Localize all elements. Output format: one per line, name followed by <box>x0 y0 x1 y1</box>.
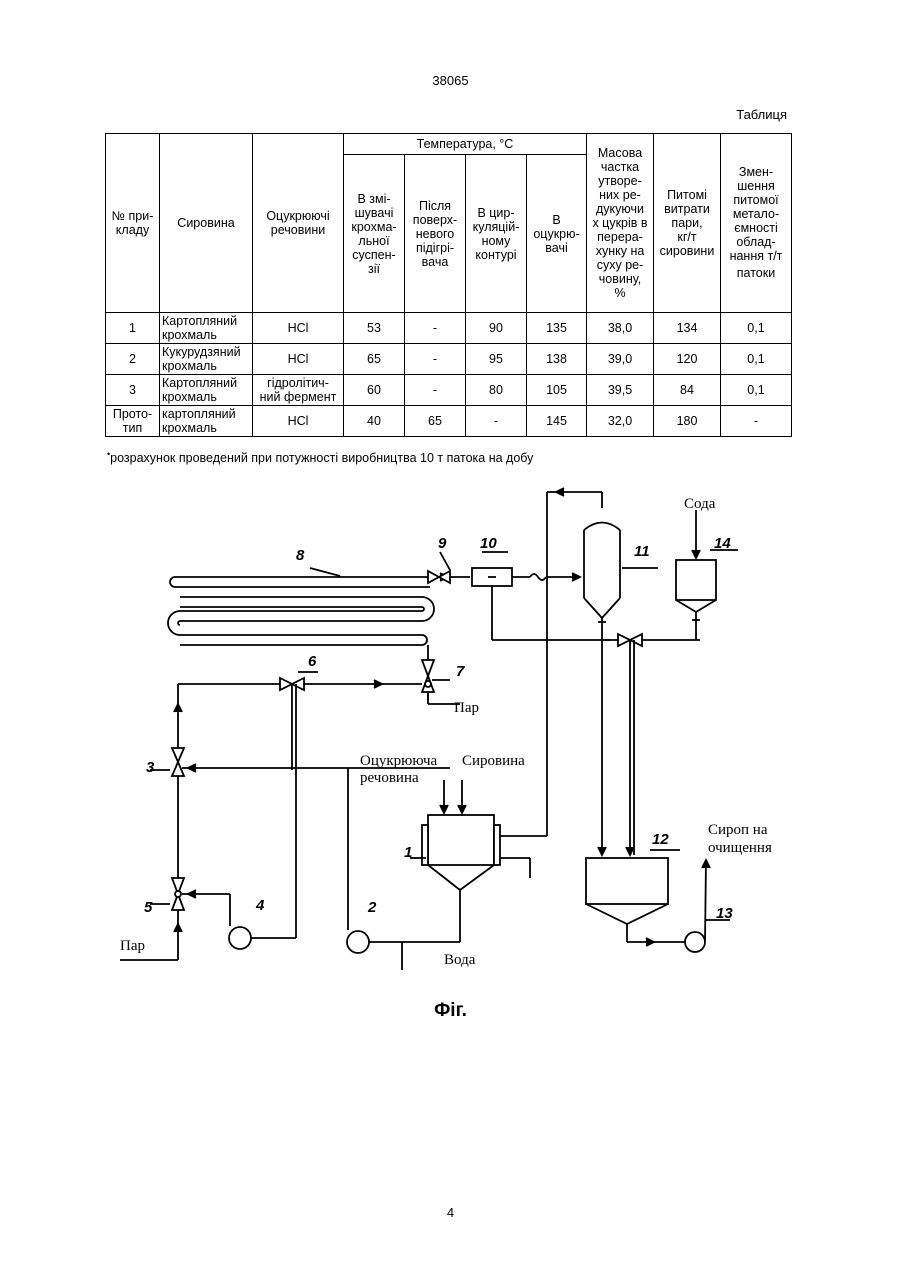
cell-t-saccharifier: 145 <box>527 406 587 437</box>
figure-caption: Фіг. <box>0 1000 901 1022</box>
process-flow-diagram: Сода Пар Пар Оцукрююча речовина Сировина… <box>110 480 790 980</box>
num-9: 9 <box>438 535 447 552</box>
cell-t-circulation: 80 <box>466 375 527 406</box>
cell-agent: гідролітич- ний фермент <box>253 375 344 406</box>
coil-heat-exchanger <box>168 577 434 645</box>
header-temperature-group: Температура, °С <box>344 134 587 155</box>
num-7: 7 <box>456 663 465 680</box>
cell-steam: 180 <box>654 406 721 437</box>
num-13: 13 <box>716 905 733 922</box>
cell-raw-material: Картопляний крохмаль <box>160 375 253 406</box>
cell-t-mixer: 65 <box>344 344 405 375</box>
num-2: 2 <box>367 899 377 916</box>
cell-metal-reduction: 0,1 <box>721 344 792 375</box>
table-footnote: •розрахунок проведений при потужності ви… <box>107 449 533 465</box>
cell-t-after-heater: - <box>405 344 466 375</box>
cell-t-after-heater: - <box>405 375 466 406</box>
cell-t-saccharifier: 105 <box>527 375 587 406</box>
cell-t-mixer: 40 <box>344 406 405 437</box>
cell-agent: HCl <box>253 344 344 375</box>
header-mass-fraction: Масова частка утворе- них ре- дукуючи х … <box>587 134 654 313</box>
cell-t-circulation: - <box>466 406 527 437</box>
header-t-mixer: В змі- шувачі крохма- льної суспен- зії <box>344 155 405 313</box>
header-t-saccharifier: В оцукрю- вачі <box>527 155 587 313</box>
num-1: 1 <box>404 844 412 861</box>
cell-mass-fraction: 39,5 <box>587 375 654 406</box>
valve-9 <box>428 571 450 583</box>
vessel-14 <box>676 560 716 640</box>
cell-mass-fraction: 39,0 <box>587 344 654 375</box>
num-6: 6 <box>308 653 317 670</box>
cell-metal-reduction: 0,1 <box>721 375 792 406</box>
cell-steam: 120 <box>654 344 721 375</box>
cell-metal-reduction: - <box>721 406 792 437</box>
label-syrup-2: очищення <box>708 840 772 856</box>
saccharifier-1 <box>422 815 500 890</box>
header-example-no: № при- кладу <box>106 134 160 313</box>
label-steam-bottom: Пар <box>120 938 145 954</box>
num-8: 8 <box>296 547 305 564</box>
cell-raw-material: картопляний крохмаль <box>160 406 253 437</box>
num-12: 12 <box>652 831 669 848</box>
cell-example-no: Прото- тип <box>106 406 160 437</box>
cell-t-after-heater: 65 <box>405 406 466 437</box>
cell-agent: HCl <box>253 313 344 344</box>
cell-mass-fraction: 32,0 <box>587 406 654 437</box>
cell-steam: 84 <box>654 375 721 406</box>
cell-t-saccharifier: 135 <box>527 313 587 344</box>
table-row: Прото- типкартопляний крохмальHCl4065-14… <box>106 406 792 437</box>
num-11: 11 <box>634 543 650 560</box>
cell-steam: 134 <box>654 313 721 344</box>
table-row: 3Картопляний крохмальгідролітич- ний фер… <box>106 375 792 406</box>
label-syrup-1: Сироп на <box>708 822 768 838</box>
cell-raw-material: Картопляний крохмаль <box>160 313 253 344</box>
cell-t-circulation: 90 <box>466 313 527 344</box>
cell-mass-fraction: 38,0 <box>587 313 654 344</box>
cell-raw-material: Кукурудзяний крохмаль <box>160 344 253 375</box>
cell-example-no: 1 <box>106 313 160 344</box>
header-metal-reduction: Змен- шення питомої метало- ємності обла… <box>721 134 792 313</box>
cell-t-mixer: 60 <box>344 375 405 406</box>
table-row: 1Картопляний крохмальHCl53-9013538,01340… <box>106 313 792 344</box>
header-steam-consumption: Питомі витрати пари, кг/т сировини <box>654 134 721 313</box>
vessel-11 <box>584 523 620 629</box>
cell-example-no: 2 <box>106 344 160 375</box>
document-number: 38065 <box>0 73 901 88</box>
cell-example-no: 3 <box>106 375 160 406</box>
label-water: Вода <box>444 952 476 968</box>
header-raw-material: Сировина <box>160 134 253 313</box>
label-steam-top: Пар <box>454 700 479 716</box>
num-14: 14 <box>714 535 731 552</box>
num-4: 4 <box>255 897 265 914</box>
footnote-text: розрахунок проведений при потужності вир… <box>110 451 533 465</box>
table-row: 2Кукурудзяний крохмальHCl65-9513839,0120… <box>106 344 792 375</box>
num-5: 5 <box>144 899 153 916</box>
header-t-circulation: В цир- куляцій- ному контурі <box>466 155 527 313</box>
header-metal-reduction-text: Змен- шення питомої метало- ємності обла… <box>730 165 783 280</box>
table-caption: Таблиця <box>736 107 787 122</box>
header-saccharifying-agent: Оцукрюючі речовини <box>253 134 344 313</box>
results-table: № при- кладу Сировина Оцукрюючі речовини… <box>105 133 792 437</box>
num-10: 10 <box>480 535 497 552</box>
header-t-after-heater: Після поверх- невого підігрі- вача <box>405 155 466 313</box>
label-raw-material: Сировина <box>462 753 525 769</box>
cell-t-circulation: 95 <box>466 344 527 375</box>
num-3: 3 <box>146 759 155 776</box>
cell-t-after-heater: - <box>405 313 466 344</box>
vessel-12 <box>586 858 686 946</box>
cell-t-mixer: 53 <box>344 313 405 344</box>
label-soda: Сода <box>684 496 716 512</box>
page-number: 4 <box>0 1205 901 1220</box>
cell-metal-reduction: 0,1 <box>721 313 792 344</box>
label-sacch-agent-1: Оцукрююча <box>360 753 438 769</box>
cell-t-saccharifier: 138 <box>527 344 587 375</box>
cell-agent: HCl <box>253 406 344 437</box>
label-sacch-agent-2: речовина <box>360 770 419 786</box>
